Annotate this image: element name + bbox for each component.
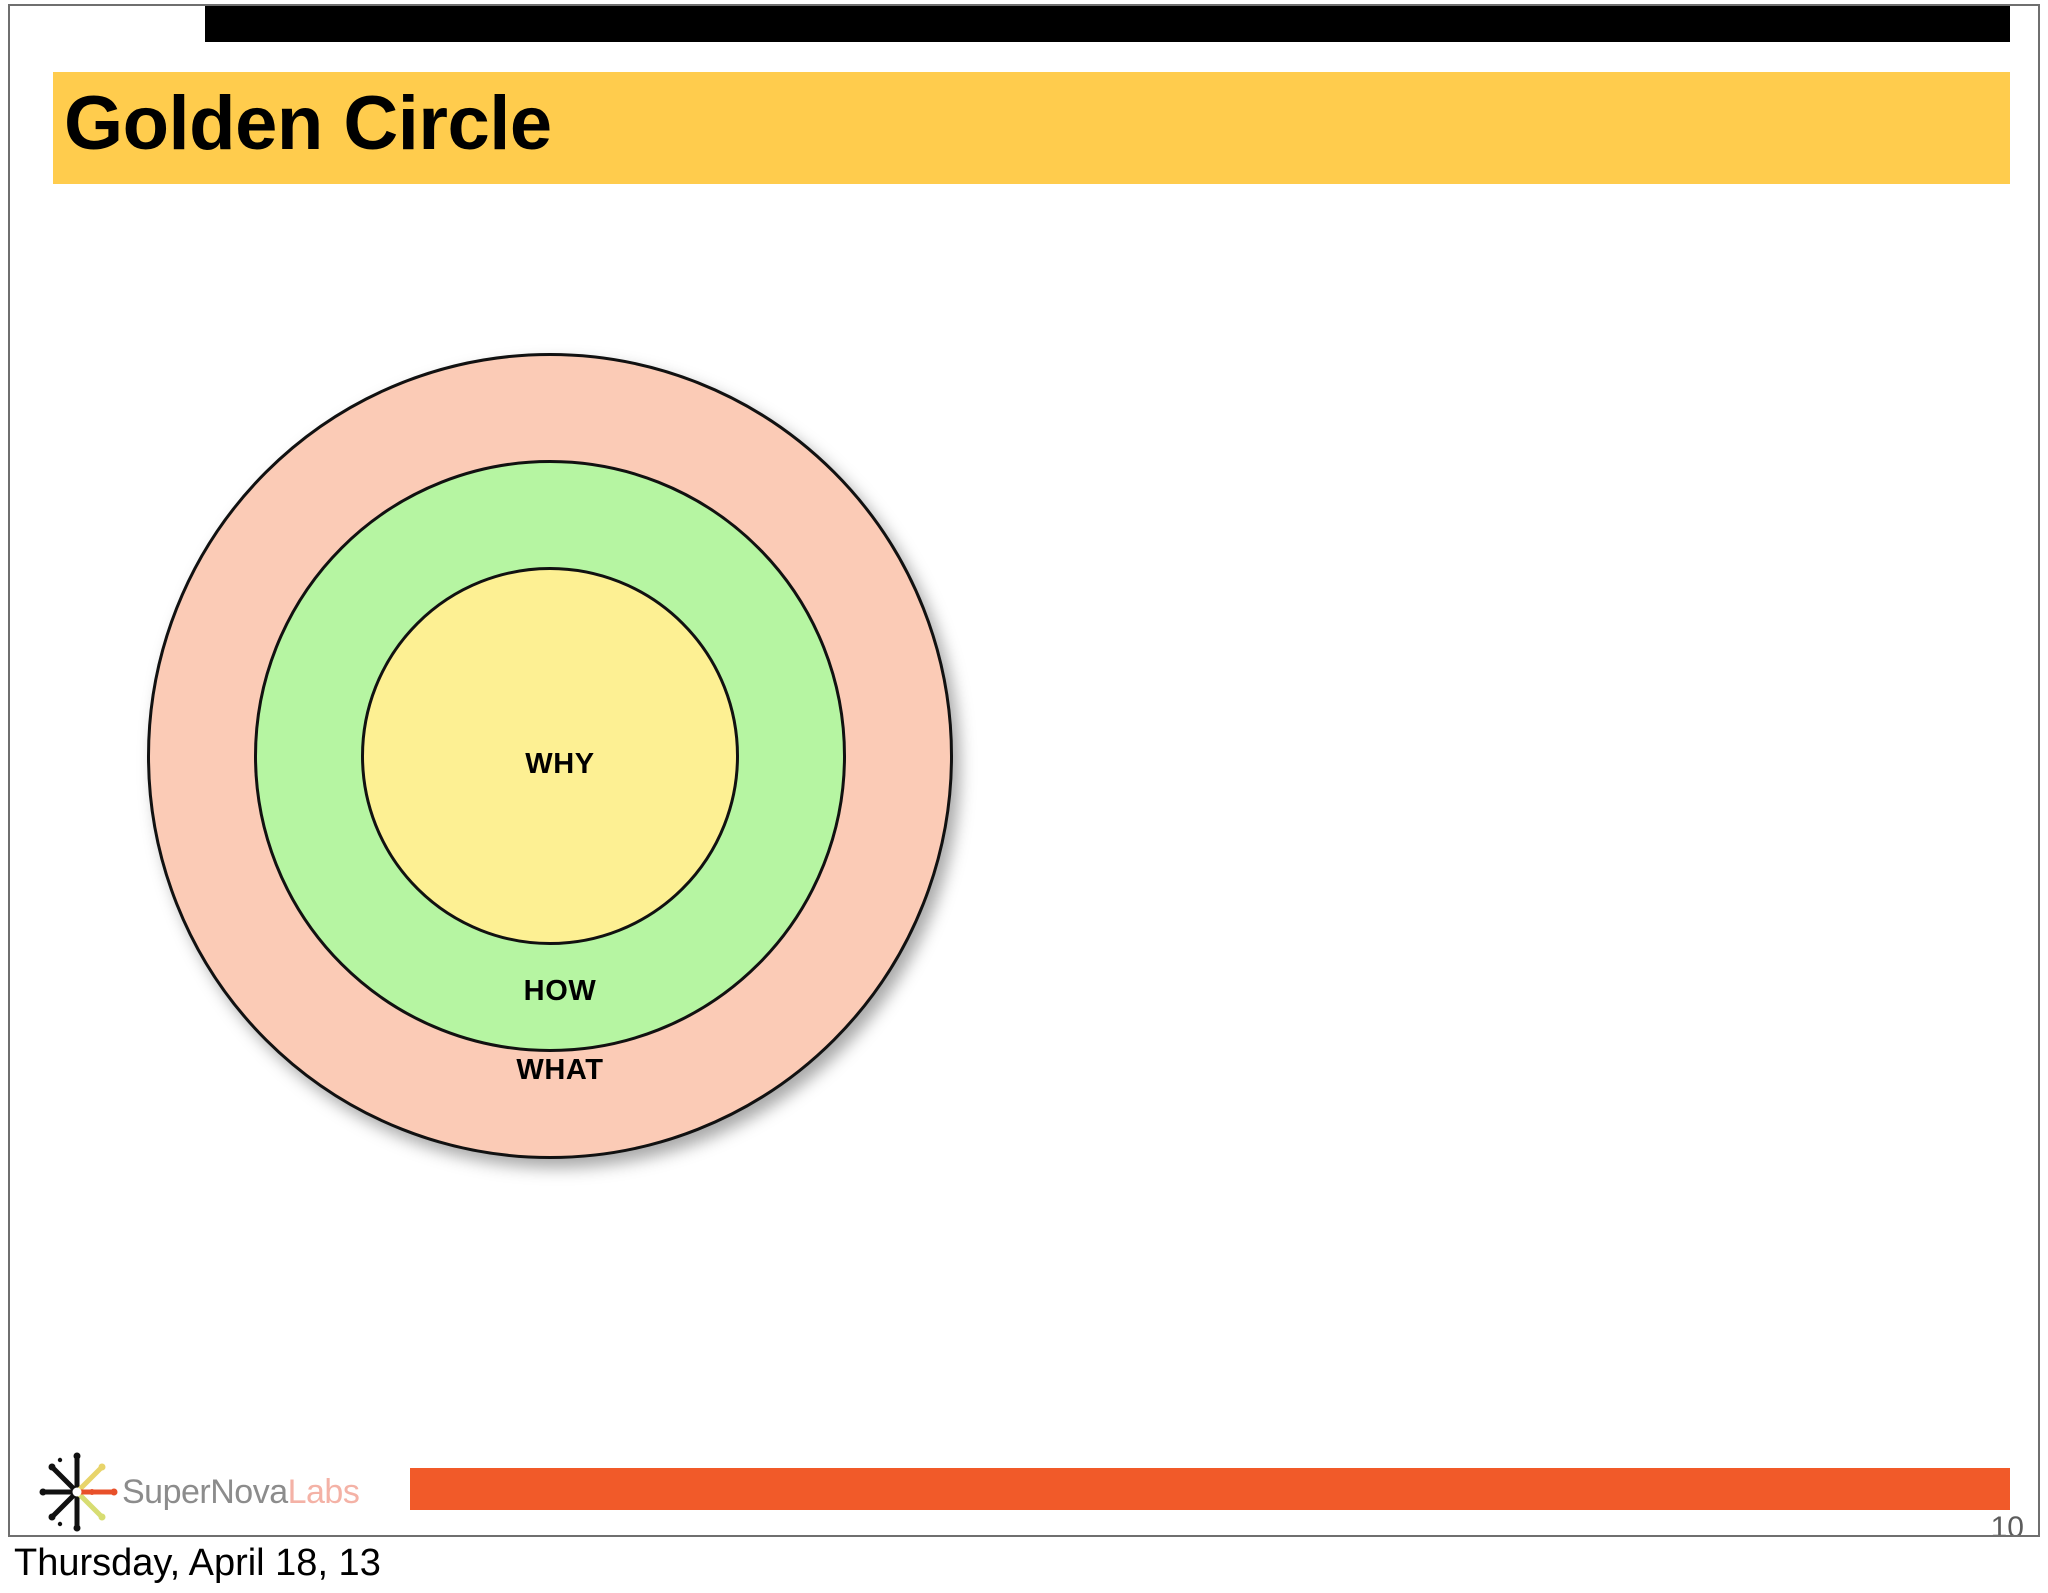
- page-number: 10: [1990, 1511, 2024, 1537]
- starburst-icon: [34, 1449, 120, 1535]
- logo-word-labs: Labs: [287, 1472, 360, 1511]
- logo-word-nova: Nova: [210, 1472, 288, 1511]
- ring-label-how: HOW: [523, 975, 597, 1007]
- ring-why: [361, 567, 739, 945]
- footer-logo: SuperNovaLabs: [34, 1449, 360, 1535]
- ring-label-what: WHAT: [516, 1054, 604, 1086]
- slide-date: Thursday, April 18, 13: [14, 1542, 381, 1584]
- slide-canvas: Golden Circle WHY HOW WHAT: [8, 4, 2040, 1537]
- top-black-bar: [205, 6, 2010, 42]
- golden-circle-diagram: WHY HOW WHAT: [140, 346, 980, 1186]
- logo-wordmark: SuperNovaLabs: [122, 1472, 360, 1512]
- title-band: [53, 72, 2010, 184]
- footer-orange-bar: [410, 1468, 2010, 1510]
- ring-label-why: WHY: [525, 748, 595, 780]
- logo-word-super: Super: [122, 1472, 211, 1511]
- page-title: Golden Circle: [64, 81, 552, 166]
